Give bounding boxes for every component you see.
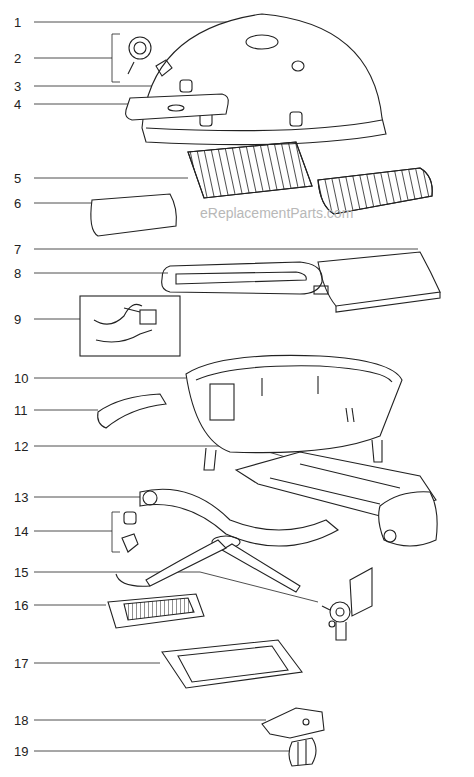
callout-number: 5 (14, 172, 23, 185)
callout-number: 12 (14, 440, 30, 453)
thermometer (128, 37, 172, 76)
callout-number: 15 (14, 566, 30, 579)
callout-number: 14 (14, 525, 30, 538)
burner-tube (162, 262, 328, 294)
side-table (318, 252, 440, 306)
callout-number: 2 (14, 52, 23, 65)
nut (180, 80, 192, 92)
igniter-kit (80, 296, 180, 356)
control-knob (289, 738, 316, 766)
bracket (262, 708, 324, 738)
callout-number: 4 (14, 98, 23, 111)
callout-number: 6 (14, 197, 23, 210)
drip-tray (108, 594, 204, 628)
callout-number: 18 (14, 714, 30, 727)
regulator (322, 568, 372, 640)
callout-number: 3 (14, 80, 23, 93)
callout-number: 16 (14, 599, 30, 612)
callout-number: 1 (14, 16, 23, 29)
cooking-grates (188, 142, 432, 214)
side-table (91, 194, 177, 236)
catch-pan (162, 640, 302, 688)
lid-handle (126, 94, 229, 120)
fitting (122, 534, 138, 552)
callout-number: 8 (14, 267, 23, 280)
callout-number: 13 (14, 491, 30, 504)
callout-number: 19 (14, 745, 30, 758)
watermark: eReplacementParts.com (200, 206, 353, 220)
callout-number: 17 (14, 657, 30, 670)
callout-number: 7 (14, 243, 23, 256)
callout-number: 11 (14, 404, 30, 417)
callout-number: 10 (14, 372, 30, 385)
fitting (124, 512, 136, 524)
side-handle (98, 394, 166, 428)
stand (116, 489, 338, 592)
lid (142, 14, 386, 145)
cookbox (186, 355, 402, 470)
callout-number: 9 (14, 313, 23, 326)
